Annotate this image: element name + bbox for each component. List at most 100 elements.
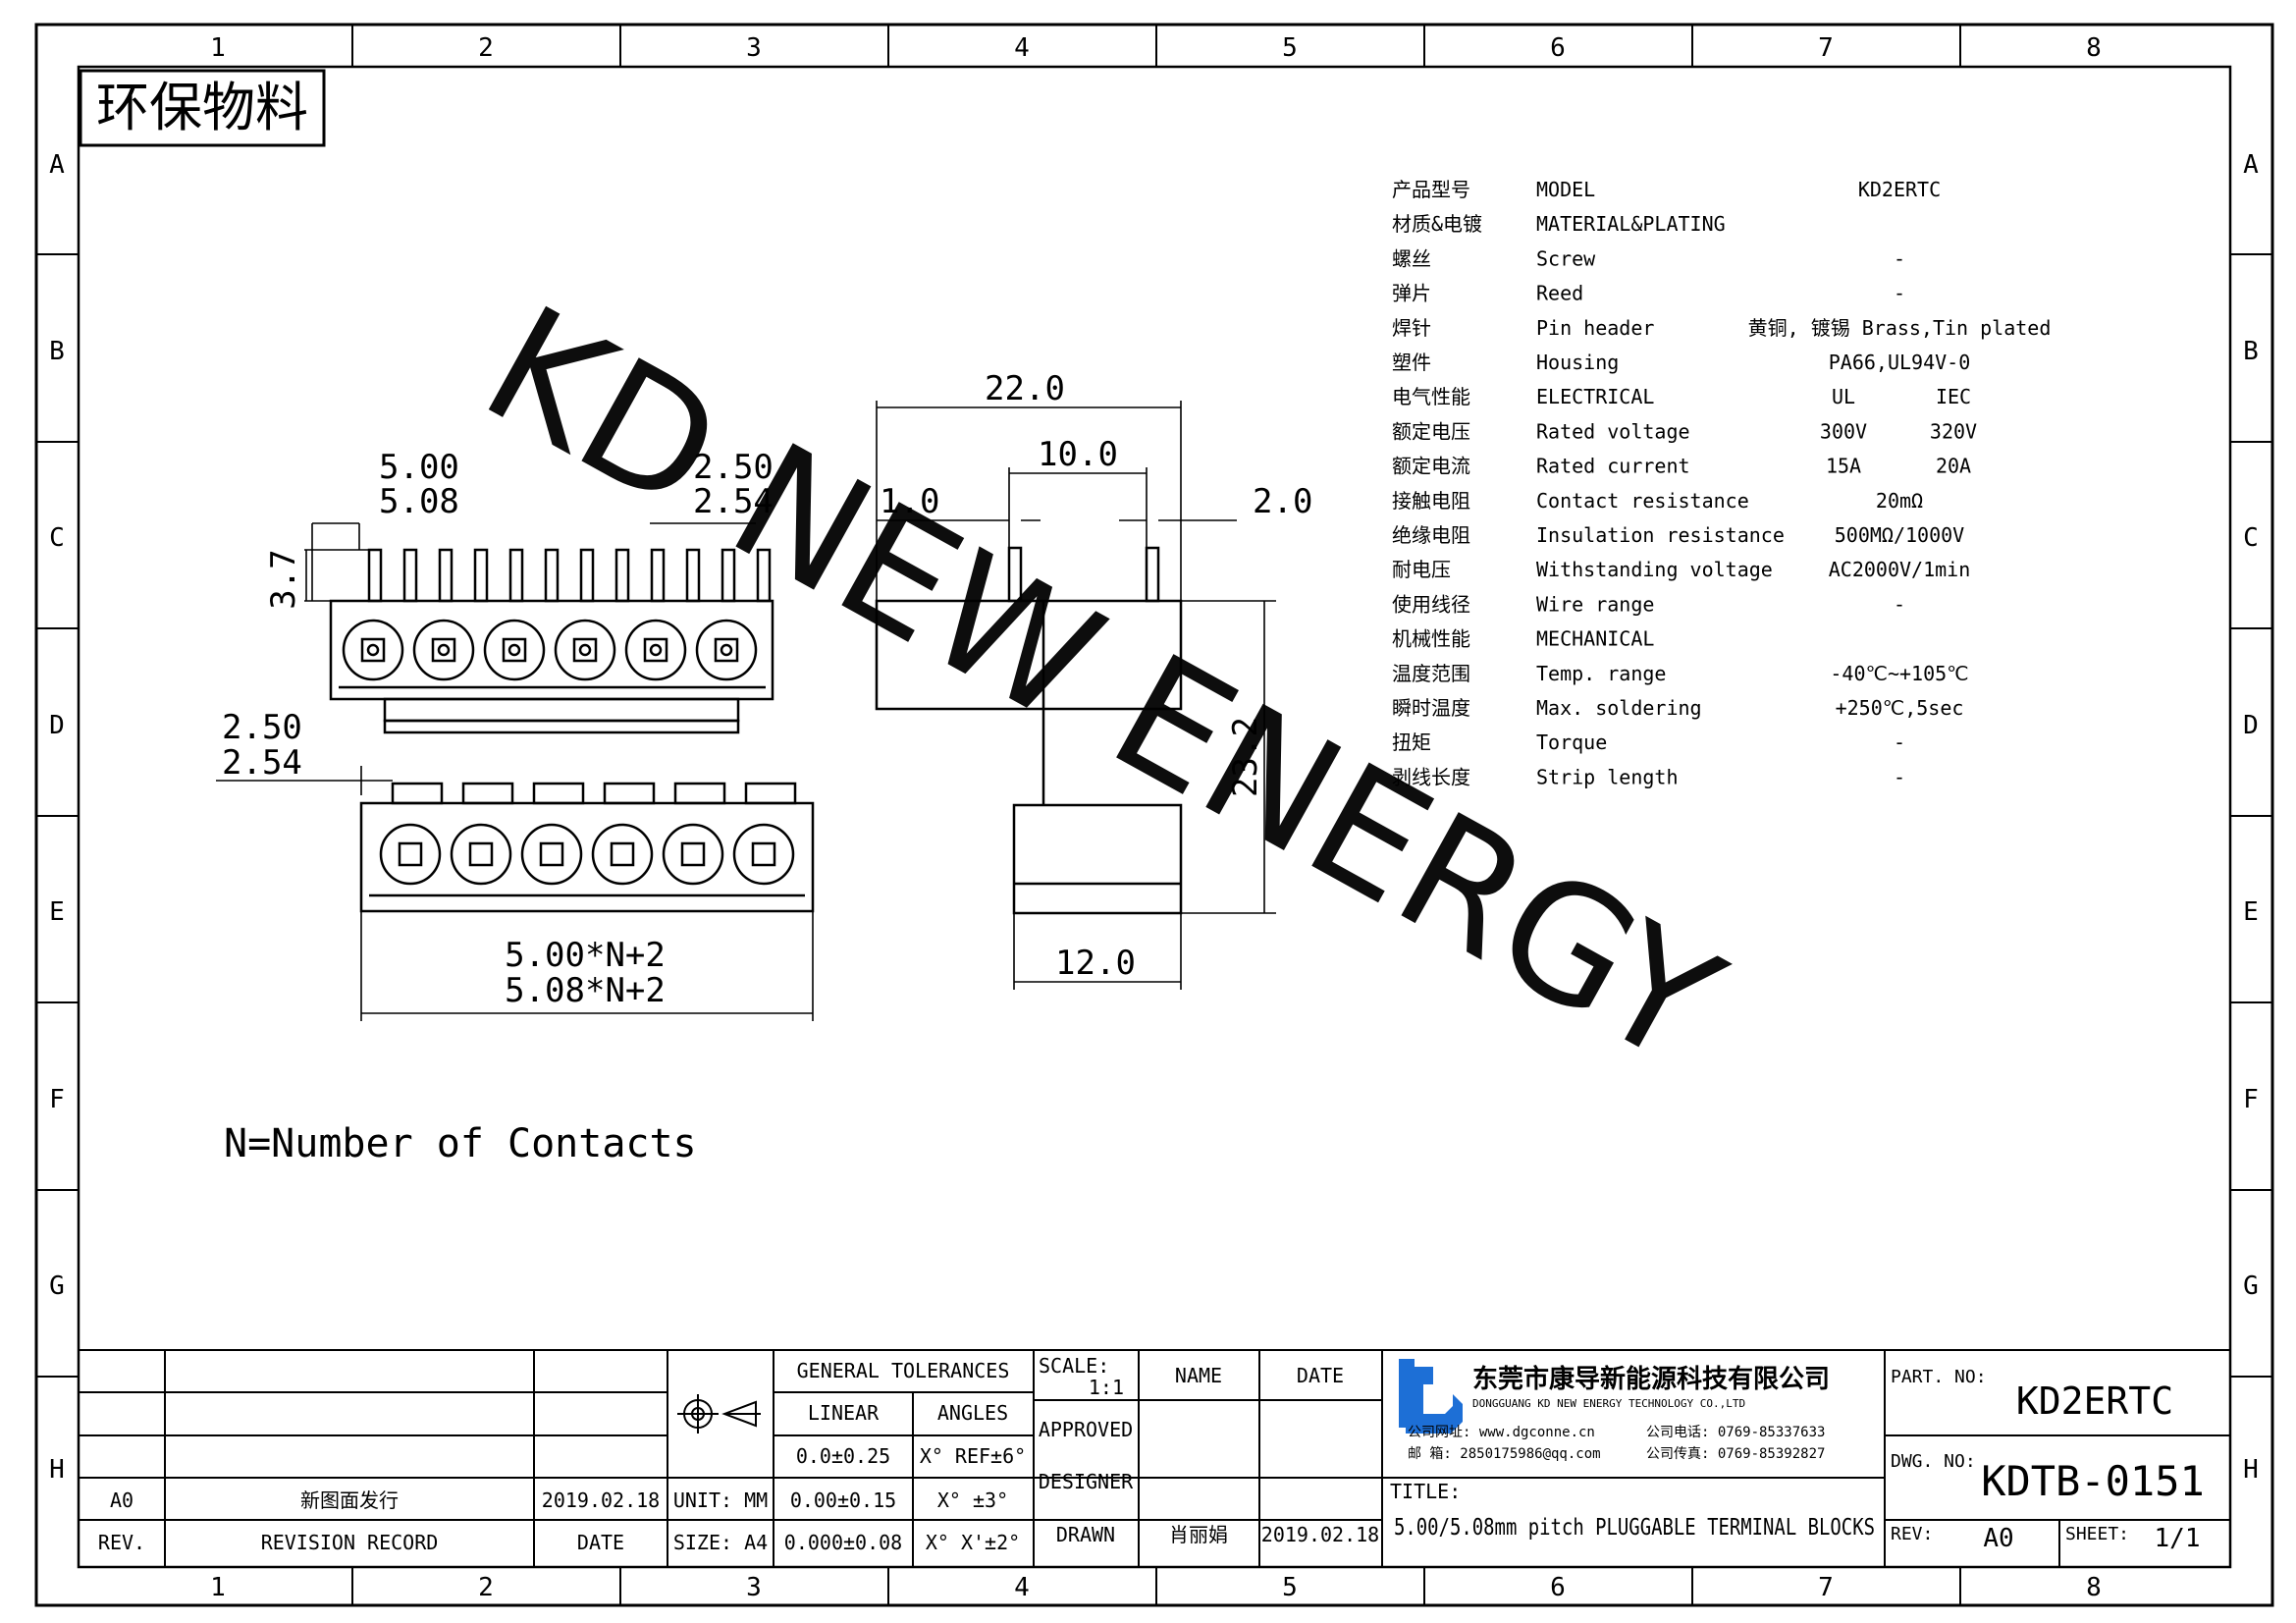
sheet-label: SHEET:	[2065, 1524, 2129, 1544]
zone-row-label: B	[49, 337, 65, 366]
name-header: NAME	[1175, 1364, 1222, 1387]
spec-en: Screw	[1536, 246, 1596, 270]
spec-cn: 绝缘电阻	[1392, 523, 1470, 547]
zone-row-label: H	[2243, 1455, 2259, 1485]
spec-value-1: 15A	[1826, 455, 1861, 478]
spec-en: ELECTRICAL	[1536, 385, 1654, 408]
tol-linear: LINEAR	[808, 1401, 880, 1425]
dim-side-offset-b: 2.54	[222, 743, 302, 783]
rev-label: REV:	[1891, 1524, 1933, 1544]
spec-en: Contact resistance	[1536, 489, 1749, 513]
tol-angles: ANGLES	[937, 1401, 1008, 1425]
contacts-note: N=Number of Contacts	[224, 1121, 697, 1166]
zone-col-label: 3	[746, 1573, 762, 1602]
spec-cn: 焊针	[1392, 316, 1431, 340]
rev-desc: 新图面发行	[300, 1488, 399, 1512]
spec-cn: 弹片	[1392, 282, 1431, 305]
zone-col-label: 6	[1550, 33, 1566, 63]
zone-row-label: C	[2243, 523, 2259, 553]
spec-en: Strip length	[1536, 765, 1679, 788]
spec-en: Housing	[1536, 351, 1619, 374]
dwg-no: KDTB-0151	[1981, 1457, 2205, 1505]
tol-angle-1: X° REF±6°	[920, 1444, 1026, 1468]
spec-cn: 剥线长度	[1392, 765, 1470, 788]
dim-width: 22.0	[985, 369, 1065, 408]
dim-base-width: 12.0	[1055, 944, 1136, 983]
zone-col-label: 8	[2086, 33, 2102, 63]
company-name-en: DONGGUANG KD NEW ENERGY TECHNOLOGY CO.,L…	[1472, 1397, 1745, 1410]
spec-en: Withstanding voltage	[1536, 558, 1773, 581]
header-sockets	[342, 619, 758, 681]
spec-value-1: 黄铜, 镀锡 Brass,Tin plated	[1748, 316, 2052, 340]
spec-cn: 温度范围	[1392, 662, 1470, 685]
dwg-no-label: DWG. NO:	[1891, 1451, 1976, 1472]
spec-value-1: 20mΩ	[1876, 489, 1923, 513]
spec-value-1: 500MΩ/1000V	[1835, 523, 1964, 547]
hdr-date: DATE	[577, 1531, 624, 1554]
spec-cn: 螺丝	[1392, 246, 1431, 270]
tol-title: GENERAL TOLERANCES	[797, 1359, 1010, 1382]
company-fax: 公司传真: 0769-85392827	[1646, 1446, 1825, 1462]
eco-stamp-box	[79, 69, 326, 147]
zone-col-label: 6	[1550, 1573, 1566, 1602]
dim-pin-length: 3.7	[264, 549, 303, 609]
spec-en: Reed	[1536, 282, 1583, 305]
front-view-plug	[359, 782, 815, 913]
dim-total-length-b: 5.08*N+2	[505, 971, 666, 1010]
company-email: 邮 箱: 2850175986@qq.com	[1408, 1446, 1601, 1462]
zone-row-label: F	[2243, 1085, 2259, 1114]
scale-value: 1:1	[1089, 1376, 1124, 1399]
spec-en: MODEL	[1536, 178, 1595, 201]
zone-row-label: E	[2243, 897, 2259, 927]
size-label: SIZE: A4	[673, 1531, 768, 1554]
spec-cn: 塑件	[1392, 351, 1431, 374]
spec-value-1: UL	[1832, 385, 1855, 408]
drawing-title: 5.00/5.08mm pitch PLUGGABLE TERMINAL BLO…	[1394, 1515, 1875, 1541]
zone-col-label: 7	[1818, 33, 1834, 63]
company-phone: 公司电话: 0769-85337633	[1646, 1425, 1825, 1440]
spec-en: Max. soldering	[1536, 696, 1702, 720]
spec-cn: 耐电压	[1392, 558, 1451, 581]
spec-value-1: 300V	[1820, 419, 1867, 443]
spec-cn: 接触电阻	[1392, 489, 1470, 513]
spec-value-1: AC2000V/1min	[1829, 558, 1971, 581]
drawn-date: 2019.02.18	[1261, 1523, 1379, 1546]
title-label: TITLE:	[1390, 1480, 1461, 1503]
dim-side-offset-a: 2.50	[222, 708, 302, 747]
spec-value-1: -	[1894, 592, 1905, 616]
zone-col-label: 1	[210, 1573, 226, 1602]
spec-en: Pin header	[1536, 316, 1654, 340]
dim-pin-offset-b: 2.54	[693, 482, 774, 521]
zone-col-label: 2	[478, 33, 494, 63]
zone-row-label: B	[2243, 337, 2259, 366]
spec-cn: 额定电流	[1392, 455, 1470, 478]
spec-value-1: -	[1894, 730, 1905, 754]
tol-linear-1: 0.0±0.25	[796, 1444, 890, 1468]
zone-row-label: D	[2243, 711, 2259, 740]
zone-row-label: A	[2243, 150, 2259, 180]
zone-row-label: D	[49, 711, 65, 740]
spec-value-1: KD2ERTC	[1858, 178, 1941, 201]
spec-cn: 瞬时温度	[1392, 696, 1470, 720]
rev-value: A0	[1983, 1524, 2013, 1553]
spec-value-1: +250℃,5sec	[1836, 696, 1964, 720]
sheet-value: 1/1	[2155, 1524, 2201, 1553]
hdr-rev: REV.	[98, 1531, 145, 1554]
rev-code: A0	[110, 1488, 133, 1512]
spec-value-1: -	[1894, 246, 1905, 270]
scale-label: SCALE:	[1039, 1354, 1109, 1378]
tol-linear-3: 0.000±0.08	[784, 1531, 902, 1554]
zone-col-label: 5	[1282, 1573, 1298, 1602]
company-name-cn: 东莞市康导新能源科技有限公司	[1472, 1364, 1830, 1394]
zone-row-label: E	[49, 897, 65, 927]
drawn-label: DRAWN	[1056, 1523, 1115, 1546]
zone-row-label: C	[49, 523, 65, 553]
spec-cn: 材质&电镀	[1392, 212, 1482, 236]
tol-linear-2: 0.00±0.15	[790, 1488, 896, 1512]
zone-col-label: 2	[478, 1573, 494, 1602]
spec-cn: 扭矩	[1392, 730, 1431, 754]
company-web: 公司网址: www.dgconne.cn	[1408, 1425, 1595, 1440]
spec-value-1: PA66,UL94V-0	[1829, 351, 1971, 374]
zone-ticks	[36, 25, 2272, 1605]
part-no: KD2ERTC	[2016, 1380, 2173, 1423]
